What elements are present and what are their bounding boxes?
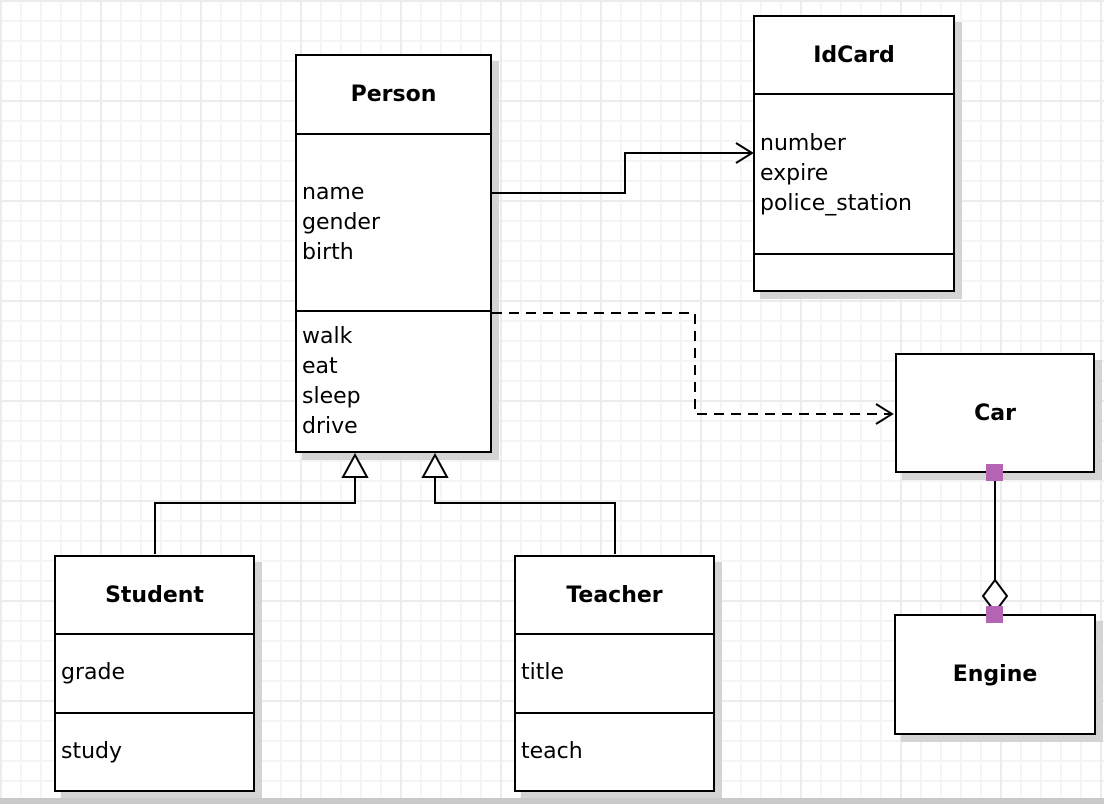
attribute: police_station — [760, 191, 912, 216]
edge-dependency-person-car[interactable] — [492, 312, 894, 425]
edge-generalization-teacher-person[interactable] — [421, 452, 616, 554]
class-title: Engine — [952, 662, 1038, 687]
canvas-bottom-edge — [0, 798, 1104, 804]
methods-compartment: study — [56, 711, 253, 791]
edge-generalization-student-person[interactable] — [154, 452, 369, 554]
hollow-triangle-icon — [421, 452, 449, 478]
attributes-compartment: grade — [56, 633, 253, 712]
attribute: grade — [61, 660, 125, 686]
method: walk — [302, 323, 353, 349]
attribute: number — [760, 131, 846, 156]
hollow-diamond-icon — [981, 578, 1009, 614]
hollow-triangle-icon — [341, 452, 369, 478]
attribute: title — [521, 660, 565, 686]
class-node-student[interactable]: Student grade study — [54, 555, 255, 792]
attributes-compartment: title — [516, 633, 713, 712]
class-title: Teacher — [566, 582, 663, 608]
class-node-engine[interactable]: Engine — [894, 614, 1096, 735]
attribute: name — [302, 179, 365, 205]
attributes-compartment: number expire police_station — [755, 93, 953, 253]
methods-compartment: teach — [516, 711, 713, 791]
method: sleep — [302, 383, 361, 409]
class-node-teacher[interactable]: Teacher title teach — [514, 555, 715, 792]
method: drive — [302, 413, 358, 439]
methods-compartment: walk eat sleep drive — [297, 310, 490, 451]
method: teach — [521, 738, 583, 764]
edge-association-person-idcard[interactable] — [492, 142, 754, 194]
class-title: Car — [974, 400, 1016, 426]
attribute: gender — [302, 209, 380, 235]
open-arrowhead-icon — [875, 403, 894, 425]
class-title: Person — [350, 82, 437, 107]
attribute: birth — [302, 239, 354, 265]
class-title: IdCard — [813, 42, 895, 68]
edge-aggregation-car-engine[interactable] — [981, 464, 1009, 623]
class-node-car[interactable]: Car — [895, 353, 1095, 473]
open-arrowhead-icon — [735, 142, 754, 164]
attribute: expire — [760, 161, 829, 186]
class-node-idcard[interactable]: IdCard number expire police_station — [753, 15, 955, 292]
class-title: Student — [105, 582, 204, 608]
method: study — [61, 738, 123, 764]
attributes-compartment: name gender birth — [297, 133, 490, 310]
methods-compartment — [755, 253, 953, 290]
method: eat — [302, 353, 338, 379]
class-node-person[interactable]: Person name gender birth walk eat sleep … — [295, 54, 492, 453]
